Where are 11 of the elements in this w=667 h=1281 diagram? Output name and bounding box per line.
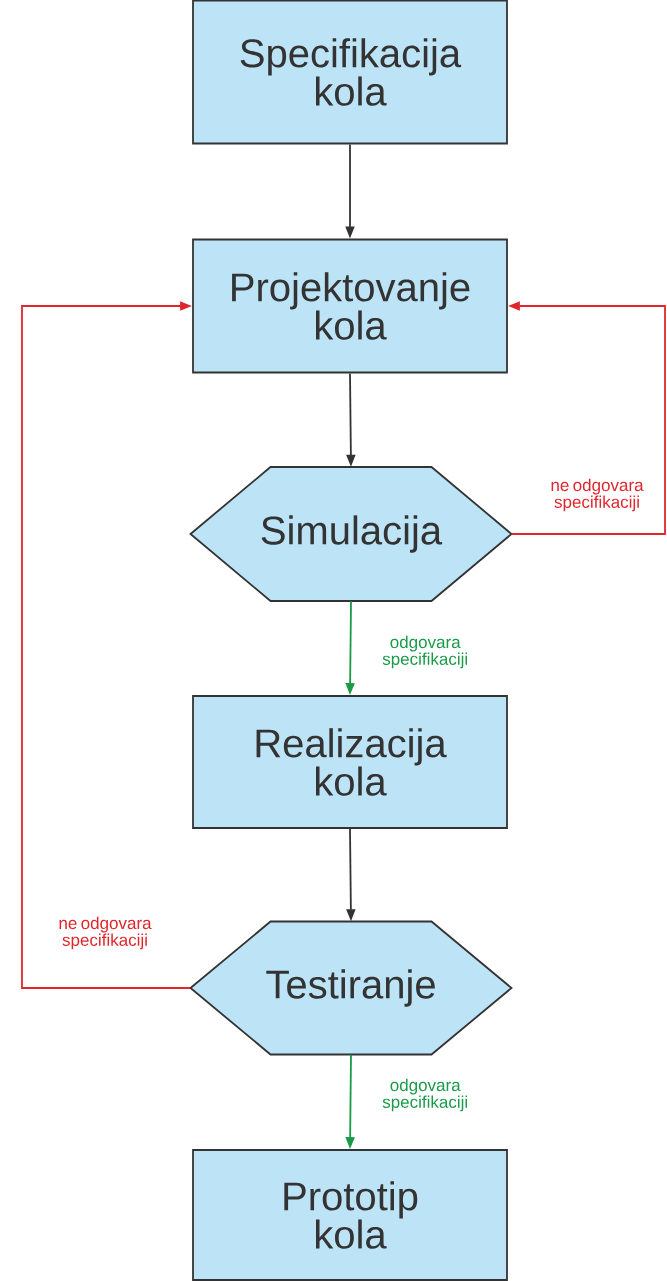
decision-hexagon: Simulacija: [189, 466, 513, 602]
arrow: [21, 301, 192, 989]
decision-hexagon: Testiranje: [189, 920, 513, 1056]
edge-label: ne odgovara specifikaciji: [551, 478, 644, 512]
edge-label: ne odgovara specifikaciji: [59, 916, 152, 950]
edge-label: odgovara specifikaciji: [382, 1078, 468, 1112]
process-box: Projektovanje kola: [192, 238, 508, 374]
process-box: Realizacija kola: [192, 695, 508, 829]
process-box: Specifikacija kola: [192, 0, 508, 145]
edge-label: odgovara specifikaciji: [382, 635, 468, 669]
process-box: Prototip kola: [192, 1149, 508, 1281]
